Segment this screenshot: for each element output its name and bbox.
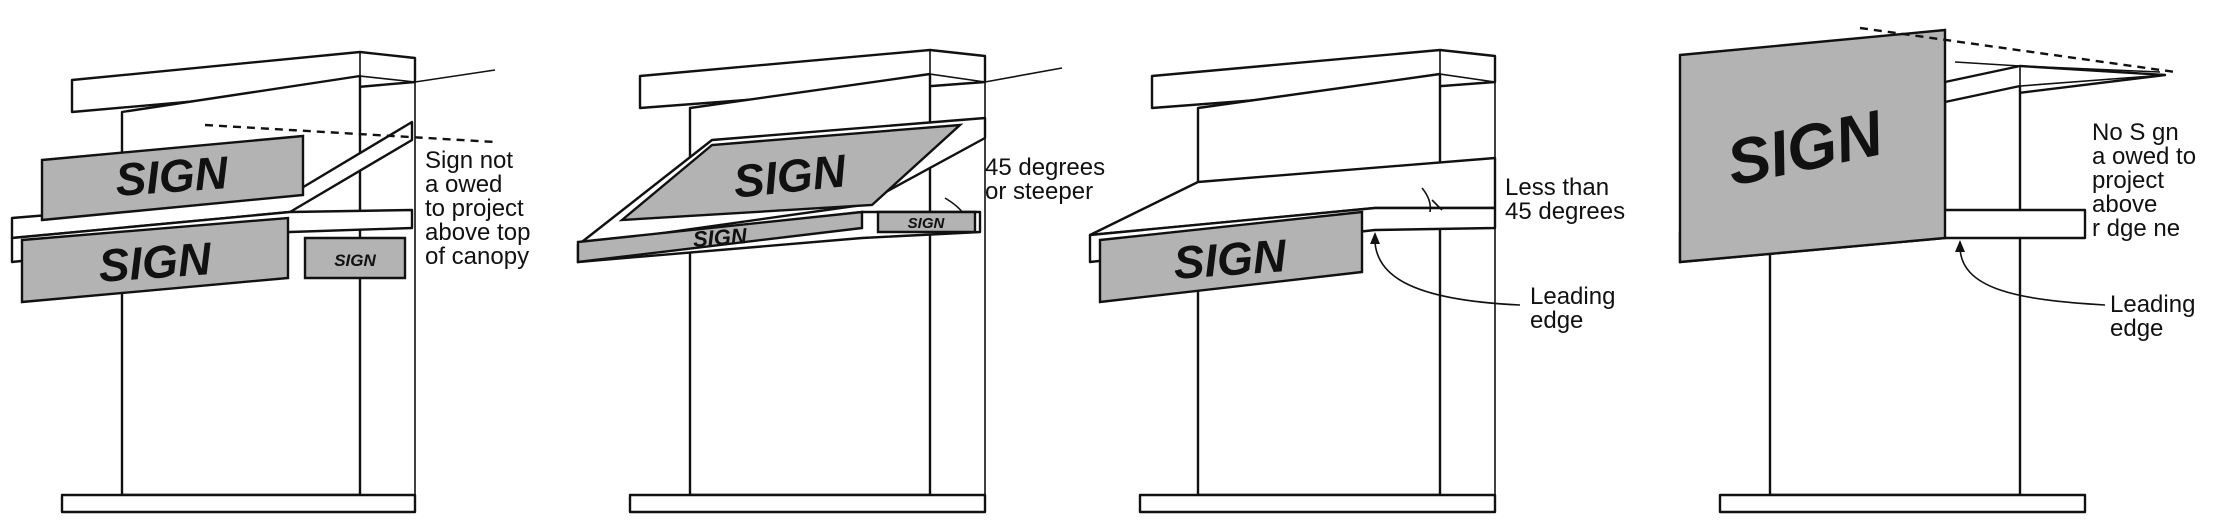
angle-arc: [1421, 187, 1432, 213]
leading-edge-pointer: [1959, 243, 2106, 306]
angle-arc: [944, 197, 963, 213]
panel-2-caption: 45 degrees or steeper: [985, 154, 1112, 205]
sign-label: SIGN: [114, 146, 231, 206]
sign-label: SIGN: [692, 223, 749, 252]
sign-on-leading-edge: [1098, 210, 1364, 304]
panel-3-caption: Less than 45 degrees: [1505, 174, 1625, 225]
base-slab: [1138, 493, 1497, 514]
sign-on-side: [303, 236, 407, 280]
panel-3-less-than-45-degrees: SIGN Less than 45 degrees Leading edge: [1088, 48, 1625, 514]
sign-on-leading-edge: [576, 210, 864, 264]
roof-slab: [1150, 48, 1497, 110]
sign-label: SIGN: [334, 251, 376, 270]
sign-label: SIGN: [97, 232, 214, 292]
sign-label: SIGN: [1172, 229, 1289, 289]
ridge-line: [1859, 26, 2176, 74]
roof-slab: [70, 50, 417, 114]
top-of-canopy-line: [204, 123, 496, 144]
leading-edge-label: Leading edge: [2110, 291, 2202, 342]
sign-above-ridge: [1678, 28, 1947, 264]
sign-on-side: [876, 210, 977, 234]
base-slab: [60, 493, 417, 514]
leading-edge-pointer: [1374, 233, 1521, 306]
sign-on-canopy-face: [20, 216, 290, 304]
base-slab: [628, 493, 987, 514]
panel-4-caption: No S gn a owed to project above r dge ne: [2092, 119, 2203, 242]
panel-2-45-degrees-or-steeper: SIGN SIGN SIGN 45 degrees or steeper: [576, 48, 1112, 514]
base-slab: [1718, 493, 2087, 514]
panel-4-no-sign-above-ridge: SIGN No S gn a owed to project above r d…: [1678, 26, 2203, 514]
panel-1-sign-not-allowed-above-canopy: SIGN SIGN SIGN Sign not a owed to projec…: [10, 50, 537, 514]
leading-edge-label: Leading edge: [1530, 283, 1622, 334]
sign-on-slope: [618, 123, 964, 222]
sign-label: SIGN: [731, 144, 849, 208]
roof-slab: [638, 48, 987, 110]
sign-label: SIGN: [908, 215, 946, 232]
sign-above-canopy: [40, 134, 305, 222]
panel-1-caption: Sign not a owed to project above top of …: [425, 147, 537, 270]
